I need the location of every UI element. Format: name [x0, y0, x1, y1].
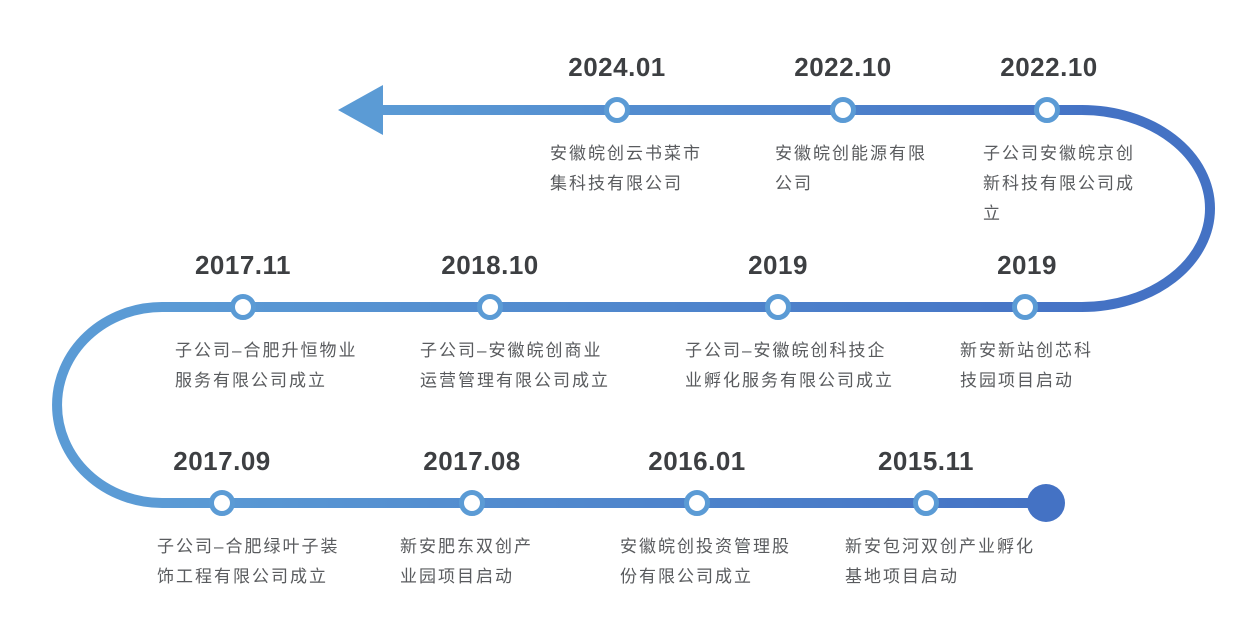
- milestone-date: 2022.10: [794, 52, 892, 82]
- milestone-description: 安徽皖创云书菜市集科技有限公司: [550, 144, 702, 193]
- milestone-date: 2024.01: [568, 52, 666, 82]
- milestone-description: 子公司安徽皖京创新科技有限公司成立: [983, 144, 1135, 223]
- milestone-date: 2022.10: [1000, 52, 1098, 82]
- timeline-node-2022-10-b: [1034, 97, 1060, 123]
- milestone-date: 2017.08: [423, 446, 521, 476]
- timeline-node-2018-10: [477, 294, 503, 320]
- milestone-date: 2018.10: [441, 250, 539, 280]
- timeline-node-2017-11: [230, 294, 256, 320]
- timeline-node-2024-01: [604, 97, 630, 123]
- timeline-node-2019-b: [1012, 294, 1038, 320]
- milestone-date: 2016.01: [648, 446, 746, 476]
- timeline-node-2015-11: [913, 490, 939, 516]
- milestone-description: 安徽皖创投资管理股份有限公司成立: [620, 537, 791, 586]
- milestone-date: 2015.11: [877, 446, 975, 476]
- milestone-description: 新安新站创芯科技园项目启动: [960, 341, 1093, 390]
- milestone-description: 子公司–安徽皖创商业运营管理有限公司成立: [420, 341, 610, 390]
- arrow-left-icon: [338, 85, 383, 135]
- milestone-date: 2019: [748, 250, 808, 280]
- timeline-curve-left: [52, 302, 163, 508]
- timeline-node-2017-08: [459, 490, 485, 516]
- milestone-description: 子公司–合肥绿叶子装饰工程有限公司成立: [157, 537, 340, 586]
- milestone-date: 2017.11: [194, 250, 292, 280]
- timeline-start-dot: [1027, 484, 1065, 522]
- timeline-node-2019-a: [765, 294, 791, 320]
- milestone-description: 新安肥东双创产业园项目启动: [400, 537, 533, 586]
- timeline-node-2017-09: [209, 490, 235, 516]
- milestone-date: 2019: [997, 250, 1057, 280]
- milestone-date: 2017.09: [173, 446, 271, 476]
- milestone-description: 子公司–安徽皖创科技企业孵化服务有限公司成立: [685, 341, 894, 390]
- timeline-curve-right: [1081, 105, 1215, 312]
- timeline-node-2016-01: [684, 490, 710, 516]
- milestone-description: 安徽皖创能源有限公司: [775, 144, 927, 193]
- milestone-description: 子公司–合肥升恒物业服务有限公司成立: [175, 341, 358, 390]
- timeline-node-2022-10-a: [830, 97, 856, 123]
- milestone-description: 新安包河双创产业孵化基地项目启动: [845, 537, 1035, 586]
